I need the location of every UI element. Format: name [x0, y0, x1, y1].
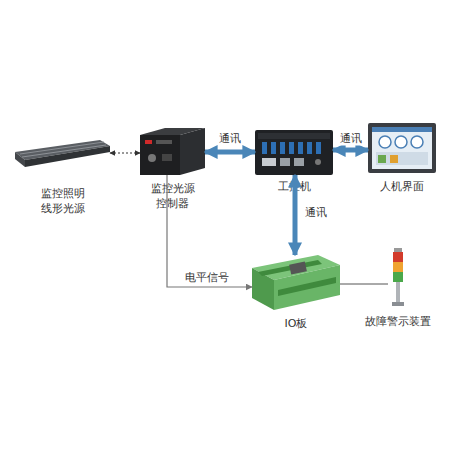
dotted-link — [110, 153, 140, 154]
controller-node: 监控光源 控制器 — [140, 128, 205, 175]
linear-light — [15, 140, 110, 167]
hmi-node: 人机界面 — [368, 123, 436, 173]
alarm-node: 故障警示装置 — [388, 248, 408, 306]
controller-box — [140, 128, 205, 175]
ipc-node: 工控机 — [255, 130, 333, 175]
node-label: 人机界面 — [380, 179, 424, 194]
tower-light — [392, 248, 404, 306]
edge-label: 通讯 — [218, 131, 242, 146]
io-board-node: IO板 — [252, 255, 340, 310]
wire-line — [340, 284, 388, 285]
node-label: 故障警示装置 — [365, 314, 431, 329]
node-label: 监控照明 线形光源 — [37, 186, 89, 216]
edge-label: 通讯 — [304, 205, 328, 220]
node-label: 工控机 — [278, 179, 311, 194]
linear-light-node: 监控照明 线形光源 — [15, 140, 110, 170]
comm-arrow — [205, 150, 255, 155]
industrial-pc — [255, 130, 333, 175]
comm-arrow — [333, 148, 368, 153]
edge-label: 电平信号 — [184, 270, 230, 285]
node-label: IO板 — [285, 316, 308, 331]
node-label: 监控光源 控制器 — [147, 181, 199, 211]
hmi-screen — [368, 123, 436, 173]
io-board — [252, 255, 340, 310]
edge-label: 通讯 — [339, 131, 363, 146]
